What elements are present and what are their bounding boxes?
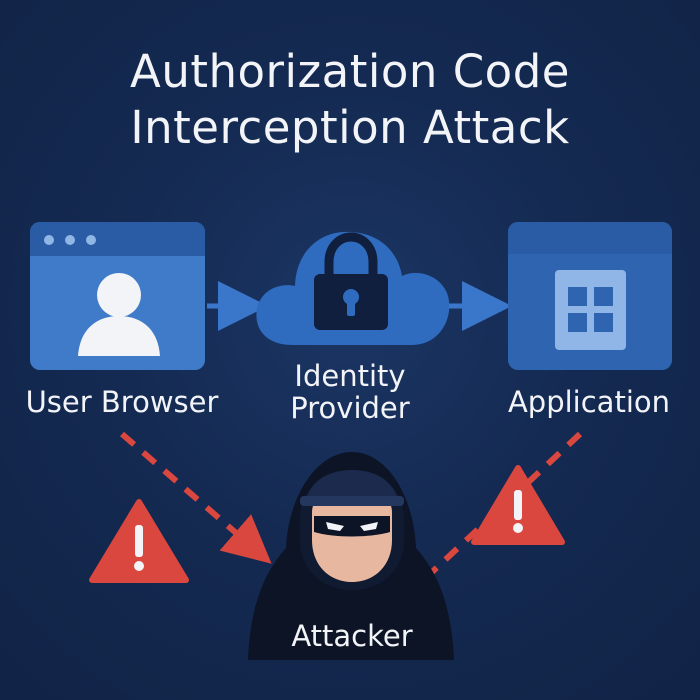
window-dot-icon [86, 235, 96, 245]
warning-icon [471, 465, 565, 545]
attack-path-browser-to-attacker [120, 431, 272, 564]
identity-provider-label-line-1: Identity [294, 359, 406, 393]
user-browser-label: User Browser [25, 385, 219, 419]
title-line-2: Interception Attack [130, 101, 570, 154]
identity-provider-label: Identity Provider [252, 360, 448, 424]
diagram-title: Authorization Code Interception Attack [0, 44, 700, 156]
user-avatar-icon [78, 273, 160, 356]
user-browser-window [30, 222, 205, 370]
title-line-1: Authorization Code [130, 45, 570, 98]
application-label: Application [507, 385, 671, 419]
hooded-hacker-icon [248, 452, 454, 660]
identity-provider-cloud [256, 231, 450, 345]
identity-provider-label-line-2: Provider [290, 391, 410, 425]
warning-icon [89, 499, 189, 583]
attacker-label: Attacker [291, 619, 413, 653]
application-window [508, 222, 672, 370]
padlock-icon [314, 232, 388, 330]
window-dot-icon [65, 235, 75, 245]
attack-path-app-to-attacker [427, 431, 583, 577]
window-dot-icon [44, 235, 54, 245]
app-grid-icon [555, 270, 626, 350]
